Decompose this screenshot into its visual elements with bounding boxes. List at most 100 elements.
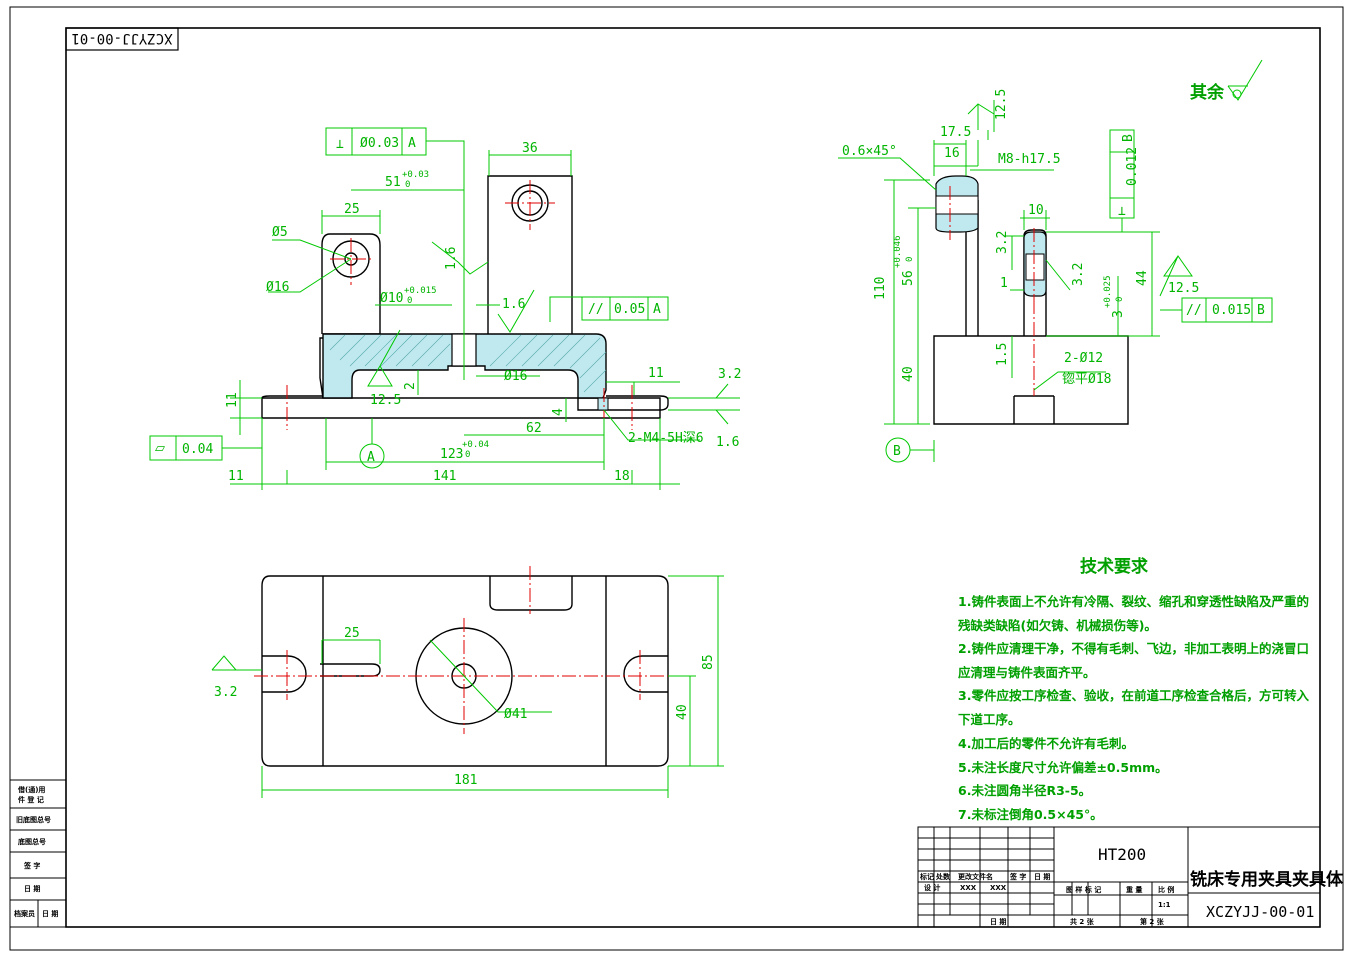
- hdr-design: 设 计: [924, 883, 940, 892]
- parallel-value: 0.05: [614, 302, 645, 317]
- tech-line-6: 下道工序。: [958, 712, 1021, 727]
- dim-36: 36: [522, 141, 538, 156]
- dim-phi10-tol-low: 0: [407, 296, 412, 306]
- side-row-2: 件 登 记: [18, 795, 44, 804]
- roughness-3-2-top: 3.2: [214, 685, 237, 700]
- perp-side-datum: B: [1121, 134, 1136, 142]
- hdr-mark: 标记: [919, 872, 934, 881]
- title-block: [917, 826, 1321, 928]
- dim-56-tol-low: 0: [905, 257, 915, 262]
- scale: 1:1: [1158, 901, 1171, 909]
- dim-40-side: 40: [901, 366, 916, 382]
- dim-123-tol-low: 0: [465, 450, 470, 460]
- side-row-4: 底图总号: [18, 837, 46, 846]
- parallel-datum: A: [653, 302, 661, 317]
- dim-40-top: 40: [675, 704, 690, 720]
- designer: XXX: [960, 884, 977, 892]
- datum-b: B: [893, 444, 901, 459]
- dim-3-tol-low: 0: [1115, 297, 1125, 302]
- roughness-3-2-b: 3.2: [1071, 263, 1086, 286]
- flatness-symbol: ⏥: [155, 441, 165, 456]
- tech-line-8: 5.未注长度尺寸允许偏差±0.5mm。: [958, 760, 1168, 775]
- hdr-doc: 更改文件名: [958, 872, 993, 881]
- roughness-3-2: 3.2: [718, 367, 741, 382]
- parallel-side-value: 0.015: [1212, 303, 1251, 318]
- dim-141: 141: [433, 469, 456, 484]
- dim-25-top: 25: [344, 626, 360, 641]
- hdr-ratio: 比 例: [1158, 885, 1174, 894]
- dim-123: 123: [440, 447, 463, 462]
- dim-phi10-tol-up: +0.015: [404, 286, 437, 296]
- hdr-date-2: 日 期: [990, 917, 1006, 926]
- tech-line-10: 7.未标注倒角0.5×45°。: [958, 807, 1103, 822]
- dim-51: 51: [385, 175, 401, 190]
- hdr-sign: 签 字: [1009, 872, 1026, 881]
- side-row-3: 旧底图总号: [16, 815, 51, 824]
- roughness-1-6-a: 1.6: [444, 247, 459, 270]
- part-name: 铣床专用夹具夹具体: [1190, 869, 1344, 890]
- dim-3: 3: [1111, 310, 1126, 318]
- outer-border: [9, 6, 1344, 951]
- surface-finish-symbol: [1227, 59, 1263, 101]
- parallel-side-symbol: //: [1186, 303, 1202, 318]
- top-view: 25 Ø41 85 40 181 3.2: [211, 566, 724, 798]
- roughness-1-6-c: 1.6: [716, 435, 739, 450]
- tech-line-1: 1.铸件表面上不允许有冷隔、裂纹、缩孔和穿透性缺陷及严重的: [958, 594, 1309, 609]
- tech-requirements: 技术要求 1.铸件表面上不允许有冷隔、裂纹、缩孔和穿透性缺陷及严重的 残缺类缺陷…: [958, 556, 1309, 822]
- dim-phi16: Ø16: [266, 280, 289, 295]
- left-side-table-text: 借(通)用 件 登 记 旧底图总号 底图总号 签 字 日 期 档案员 日 期: [13, 785, 58, 918]
- parallel-symbol: //: [588, 302, 604, 317]
- drawing-number-mirrored: XCZYJJ-00-01: [71, 30, 172, 46]
- dim-123-tol-up: +0.04: [462, 440, 489, 450]
- title-block-text: HT200 铣床专用夹具夹具体 XCZYJJ-00-01 1:1 标记 处数 更…: [919, 845, 1344, 926]
- tech-line-2: 残缺类缺陷(如欠铸、机械损伤等)。: [958, 618, 1157, 633]
- roughness-3-2-a: 3.2: [995, 231, 1010, 254]
- dim-phi10: Ø10: [380, 291, 403, 306]
- dim-25: 25: [344, 202, 360, 217]
- roughness-12-5-b: 12.5: [1168, 281, 1199, 296]
- perp-datum: A: [408, 136, 416, 151]
- dim-1-5: 1.5: [995, 343, 1010, 366]
- roughness-1-6-b: 1.6: [502, 297, 525, 312]
- dim-phi5: Ø5: [272, 225, 288, 240]
- holes-note: 2-Ø12: [1064, 351, 1103, 366]
- dim-phi41: Ø41: [504, 707, 527, 722]
- sheet-number: 第 2 张: [1140, 917, 1165, 926]
- dim-16: 16: [944, 146, 960, 161]
- flatness-value: 0.04: [182, 442, 213, 457]
- thread-m8: M8-h17.5: [998, 152, 1061, 167]
- surface-finish-note: 其余: [1190, 59, 1263, 103]
- datum-a: A: [367, 450, 375, 465]
- inner-border: [65, 27, 1321, 928]
- side-row-5: 签 字: [23, 861, 40, 870]
- dim-18: 18: [614, 469, 630, 484]
- dim-2: 2: [403, 382, 418, 390]
- side-row-6: 日 期: [24, 884, 40, 893]
- dim-11-vert: 11: [225, 392, 240, 408]
- perp-side-value: 0.012: [1125, 147, 1140, 186]
- dim-1: 1: [1000, 276, 1008, 291]
- tech-title: 技术要求: [1080, 556, 1148, 577]
- dim-11-left: 11: [228, 469, 244, 484]
- hdr-weight: 重 量: [1126, 885, 1142, 894]
- hdr-count: 处数: [935, 872, 951, 881]
- dim-11-right: 11: [648, 366, 664, 381]
- material: HT200: [1098, 845, 1146, 864]
- side-row-1: 借(通)用: [17, 785, 45, 794]
- hdr-date: 日 期: [1034, 872, 1050, 881]
- dim-56: 56: [901, 270, 916, 286]
- dim-51-tol-up: +0.03: [402, 170, 429, 180]
- dim-62: 62: [526, 421, 542, 436]
- dim-51-tol-low: 0: [405, 180, 410, 190]
- dim-10: 10: [1028, 203, 1044, 218]
- dim-3-tol-up: +0.025: [1103, 275, 1113, 308]
- roughness-12-5-side: 12.5: [994, 89, 1009, 120]
- dim-4: 4: [551, 408, 566, 416]
- side-view: 17.5 16 0.6×45° M8-h17.5 12.5 110 56 +0.…: [838, 89, 1273, 463]
- perp-side-symbol: ⊥: [1118, 204, 1126, 219]
- sheet-total: 共 2 张: [1070, 917, 1095, 926]
- dim-phi16b: Ø16: [504, 369, 527, 384]
- tech-line-4: 应清理与铸件表面齐平。: [958, 665, 1096, 680]
- perp-value: Ø0.03: [360, 136, 399, 151]
